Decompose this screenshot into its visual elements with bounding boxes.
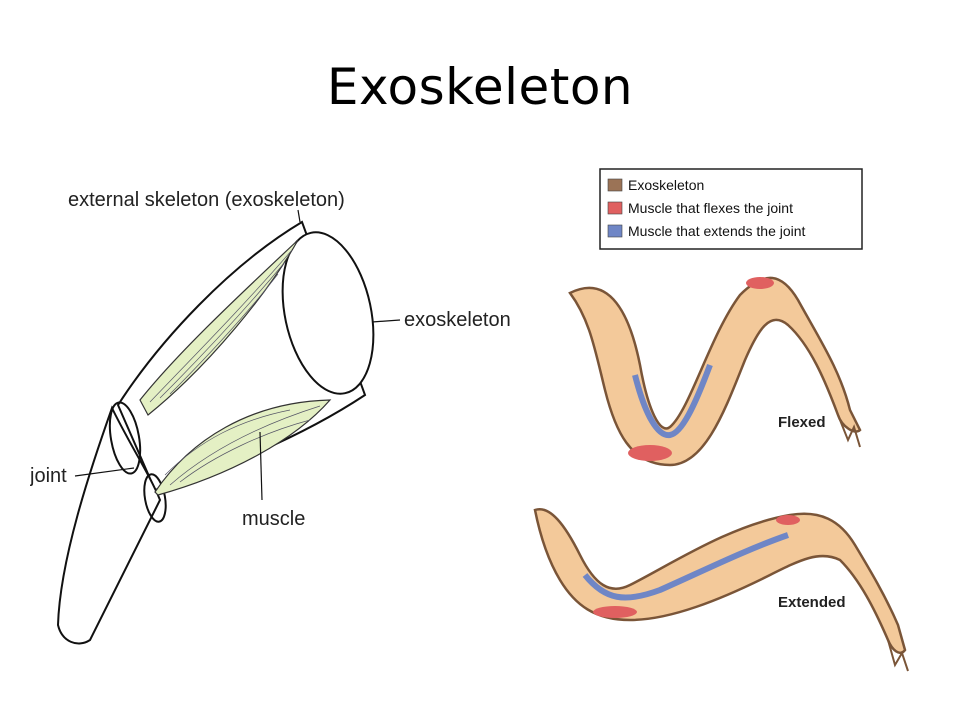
extended-leg: Extended <box>533 508 909 672</box>
flexed-flexor-muscle-bottom <box>628 445 672 461</box>
label-flexed: Flexed <box>778 414 826 431</box>
legend-label-exoskeleton: Exoskeleton <box>628 177 704 193</box>
extended-flexor-muscle-top <box>776 515 800 525</box>
legend: Exoskeleton Muscle that flexes the joint… <box>607 177 806 239</box>
legend-swatch-extensor <box>607 224 623 238</box>
flexed-foot-spines <box>837 414 861 448</box>
flexed-extensor-muscle <box>632 363 713 439</box>
flexed-flexor-muscle-top <box>746 277 774 289</box>
label-muscle: muscle <box>242 508 305 530</box>
exoskeleton-line-diagram: external skeleton (exoskeleton) exoskele… <box>30 189 511 645</box>
flexed-exoskeleton <box>568 276 862 467</box>
joint-ring-outer <box>108 401 142 475</box>
lower-segment-outline <box>56 405 162 645</box>
legend-swatch-flexor <box>607 201 623 215</box>
label-exoskeleton: exoskeleton <box>404 309 511 331</box>
joint-ring-inner <box>143 473 167 523</box>
lower-muscle <box>154 399 332 496</box>
extended-foot-spines <box>887 639 909 672</box>
label-joint: joint <box>30 465 67 487</box>
legend-label-flexor: Muscle that flexes the joint <box>628 200 793 216</box>
label-external-skeleton: external skeleton (exoskeleton) <box>68 189 345 211</box>
extended-flexor-muscle-bottom <box>593 606 637 618</box>
flexed-extended-diagram: Exoskeleton Muscle that flexes the joint… <box>533 168 909 672</box>
legend-box <box>599 168 863 250</box>
segment-end-opening <box>281 231 375 395</box>
slide-title: Exoskeleton <box>326 58 634 116</box>
label-extended: Extended <box>778 594 846 611</box>
legend-label-extensor: Muscle that extends the joint <box>628 223 806 239</box>
extended-extensor-muscle <box>582 532 789 601</box>
flexed-leg: Flexed <box>568 276 862 467</box>
legend-swatch-exoskeleton <box>607 178 623 192</box>
